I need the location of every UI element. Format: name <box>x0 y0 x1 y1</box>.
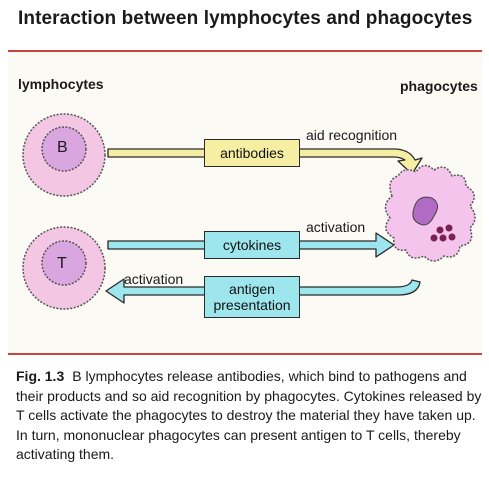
antibodies-arrow <box>107 148 423 175</box>
lymphocytes-label: lymphocytes <box>18 76 104 92</box>
b-lymphocyte <box>22 113 106 197</box>
t-cell-label: T <box>57 255 67 272</box>
aid-recognition-label: aid recognition <box>306 127 398 143</box>
b-cell-label: B <box>57 139 68 156</box>
antigen-presentation-box: antigen presentation <box>204 276 300 318</box>
activation-right-label: activation <box>306 219 366 235</box>
antigen-presentation-line1: antigen <box>229 281 275 297</box>
antibodies-box: antibodies <box>204 139 300 167</box>
caption-text: B lymphocytes release antibodies, which … <box>16 368 482 462</box>
t-lymphocyte <box>22 226 106 310</box>
figure-number: Fig. 1.3 <box>16 368 65 384</box>
cytokines-box: cytokines <box>204 231 300 259</box>
figure-title: Interaction between lymphocytes and phag… <box>18 8 473 29</box>
phagocytes-label: phagocytes <box>400 78 478 94</box>
antigen-presentation-line2: presentation <box>213 297 291 313</box>
phagocyte-cell <box>384 164 476 262</box>
activation-left-label: activation <box>124 271 184 287</box>
